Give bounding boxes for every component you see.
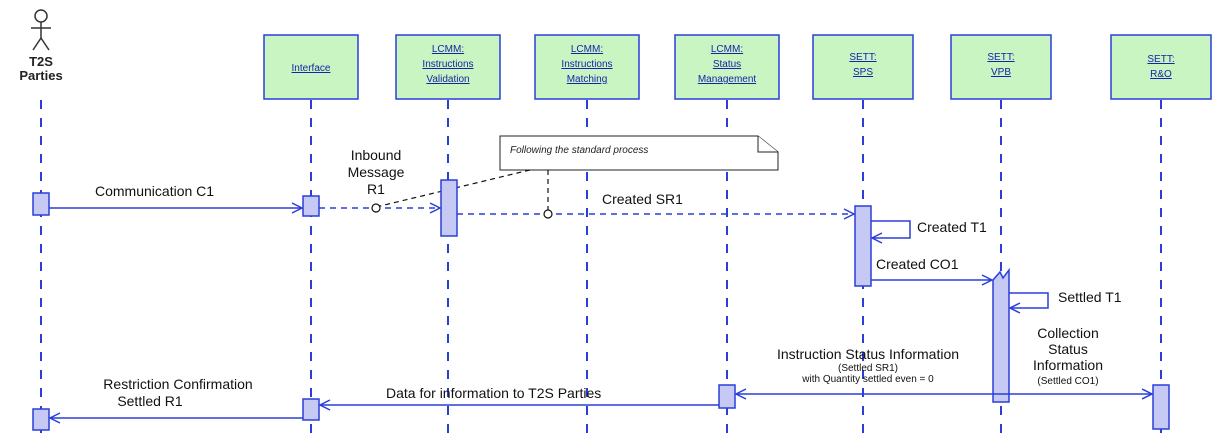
- arrow-settled-t1: [1009, 292, 1049, 309]
- participant-box: [950, 34, 1052, 100]
- label-settled-t1: Settled T1: [1058, 289, 1122, 305]
- participant-box: [674, 34, 780, 100]
- participant-box: [263, 34, 359, 100]
- arrowhead-instruction-status: [734, 388, 747, 400]
- activation-t2s-parties-2: [32, 408, 50, 431]
- label-instruction-sub1: (Settled SR1): [838, 363, 898, 374]
- label-data-for-information: Data for information to T2S Parties: [386, 385, 601, 401]
- participant-label-line1: Interface: [292, 63, 331, 74]
- activation-status-management: [718, 384, 736, 409]
- activation-sps: [854, 205, 872, 287]
- participant-instructions-matching: LCMM: Instructions Matching: [534, 34, 640, 100]
- arrowhead-data-for-information: [318, 399, 331, 411]
- actor-head: [34, 9, 48, 23]
- activation-interface-2: [302, 398, 320, 421]
- arrowhead-restriction-confirmation: [48, 412, 61, 424]
- participant-label-line1: LCMM:: [571, 44, 603, 55]
- participant-label-line3: Matching: [567, 74, 608, 85]
- participant-label-line2: Status: [713, 59, 741, 70]
- activation-r-and-o: [1152, 384, 1170, 430]
- participant-box: [1110, 34, 1212, 100]
- arrowhead-inbound-message: [429, 202, 442, 214]
- label-instruction-sub2: with Quantity settled even = 0: [801, 374, 934, 385]
- actor-right-leg: [40, 37, 50, 51]
- participant-box: [395, 34, 501, 100]
- note-fold: [757, 136, 778, 153]
- participant-label-line1: LCMM:: [711, 44, 743, 55]
- activation-interface-1: [302, 195, 320, 217]
- actor-t2s-parties: T2S Parties: [19, 9, 63, 83]
- label-restriction-line2: Settled R1: [117, 393, 183, 409]
- note-standard-process: Following the standard process: [499, 135, 779, 171]
- participant-vpb: SETT: VPB: [950, 34, 1052, 100]
- note-anchor-inbound: [371, 203, 381, 213]
- arrowhead-created-sr1: [843, 208, 856, 220]
- activation-vpb: [992, 267, 1010, 403]
- participant-label-line1: SETT:: [987, 52, 1014, 63]
- activation-t2s-parties-1: [32, 192, 50, 216]
- participant-label-line2: SPS: [853, 67, 873, 78]
- participant-label-line3: Management: [698, 74, 757, 85]
- activation-validation: [440, 179, 458, 237]
- note-text: Following the standard process: [510, 145, 648, 156]
- participant-label-line2: Instructions: [561, 59, 612, 70]
- label-inbound-line1: Inbound: [351, 147, 402, 163]
- participant-box: [534, 34, 640, 100]
- arrowhead-settled-t1: [1008, 302, 1021, 314]
- participant-label-line2: VPB: [991, 67, 1011, 78]
- participant-instructions-validation: LCMM: Instructions Validation: [395, 34, 501, 100]
- participant-label-line2: R&O: [1150, 69, 1172, 80]
- label-inbound-line2: Message: [348, 164, 405, 180]
- arrow-created-t1: [871, 220, 911, 239]
- label-inbound-line3: R1: [367, 181, 385, 197]
- note-box: [499, 135, 779, 171]
- label-instruction-status: Instruction Status Information: [777, 346, 959, 362]
- participant-label-line1: LCMM:: [432, 44, 464, 55]
- arrowhead-collection-status: [1141, 388, 1154, 400]
- label-created-t1: Created T1: [917, 219, 987, 235]
- participant-label-line2: Instructions: [422, 59, 473, 70]
- label-created-sr1: Created SR1: [602, 191, 683, 207]
- participant-box: [812, 34, 914, 100]
- participant-label-line3: Validation: [426, 74, 469, 85]
- participant-interface: Interface: [263, 34, 359, 100]
- arrowhead-created-t1: [870, 232, 883, 244]
- label-collection-line3: Information: [1033, 357, 1103, 373]
- arrowhead-communication-c1: [291, 202, 304, 214]
- note-anchor-created: [543, 209, 553, 219]
- participant-label-line1: SETT:: [849, 52, 876, 63]
- label-collection-sub: (Settled CO1): [1037, 376, 1098, 387]
- actor-label-line2: Parties: [19, 68, 62, 83]
- participant-label-line1: SETT:: [1147, 54, 1174, 65]
- participant-r-and-o: SETT: R&O: [1110, 34, 1212, 100]
- label-collection-line1: Collection: [1037, 325, 1098, 341]
- label-collection-line2: Status: [1048, 341, 1088, 357]
- label-communication-c1: Communication C1: [95, 183, 214, 199]
- label-restriction-line1: Restriction Confirmation: [103, 376, 252, 392]
- actor-left-leg: [32, 37, 42, 51]
- label-created-co1: Created CO1: [876, 256, 959, 272]
- participant-status-management: LCMM: Status Management: [674, 34, 780, 100]
- participant-sps: SETT: SPS: [812, 34, 914, 100]
- actor-label-line1: T2S: [29, 54, 53, 69]
- arrowhead-created-co1: [981, 274, 994, 286]
